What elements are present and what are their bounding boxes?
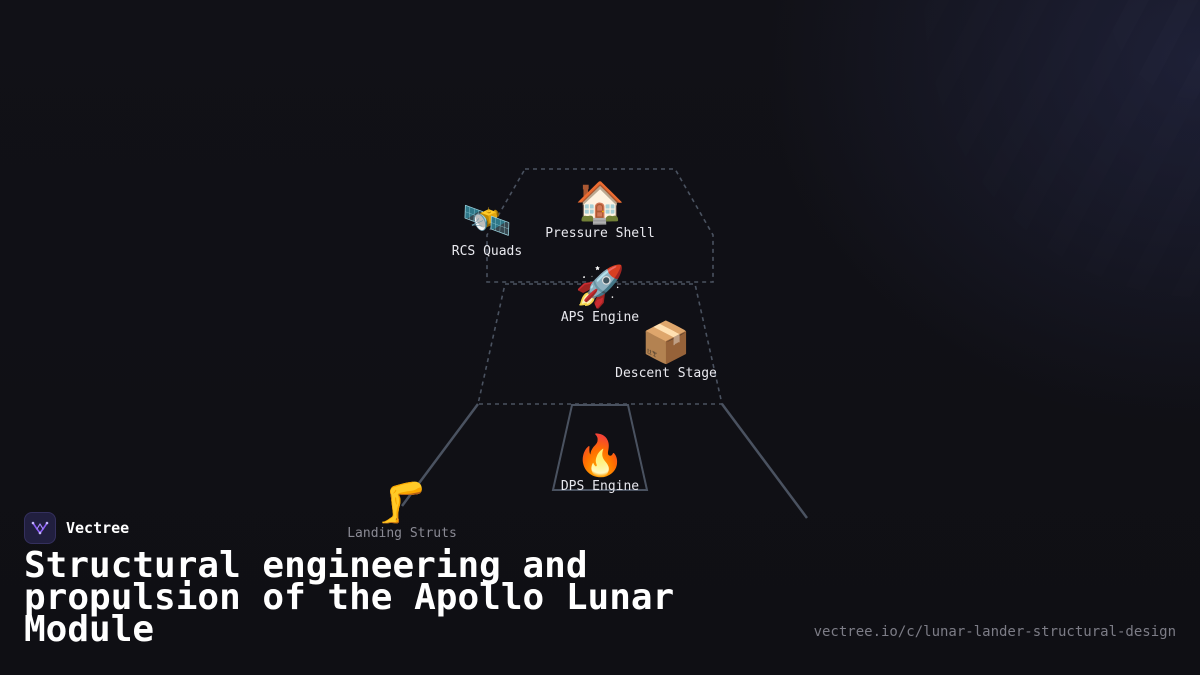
node-dps-engine[interactable]: 🔥 DPS Engine bbox=[561, 433, 639, 494]
node-aps-engine[interactable]: 🚀 APS Engine bbox=[561, 264, 639, 325]
leg-icon: 🦵 bbox=[377, 480, 427, 526]
satellite-icon: 🛰️ bbox=[462, 198, 512, 244]
page-url[interactable]: vectree.io/c/lunar-lander-structural-des… bbox=[813, 624, 1176, 640]
node-rcs-quads[interactable]: 🛰️ RCS Quads bbox=[452, 198, 522, 259]
node-label: Landing Struts bbox=[347, 526, 457, 541]
landing-leg-left bbox=[400, 403, 480, 507]
node-landing-struts[interactable]: 🦵 Landing Struts bbox=[347, 480, 457, 541]
house-icon: 🏠 bbox=[575, 180, 625, 226]
brand-name: Vectree bbox=[66, 519, 130, 537]
fire-icon: 🔥 bbox=[575, 433, 625, 479]
node-label: APS Engine bbox=[560, 310, 640, 325]
node-label: Pressure Shell bbox=[545, 226, 655, 241]
node-label: DPS Engine bbox=[560, 479, 640, 494]
rocket-icon: 🚀 bbox=[575, 264, 625, 310]
background-rays bbox=[680, 0, 1200, 560]
package-icon: 📦 bbox=[641, 320, 691, 366]
page-title: Structural engineering and propulsion of… bbox=[24, 545, 675, 650]
vectree-logo-icon bbox=[24, 512, 56, 544]
node-label: RCS Quads bbox=[451, 244, 523, 259]
node-pressure-shell[interactable]: 🏠 Pressure Shell bbox=[545, 180, 655, 241]
landing-leg-right bbox=[720, 403, 809, 519]
brand[interactable]: Vectree bbox=[24, 512, 129, 544]
node-label: Descent Stage bbox=[615, 366, 717, 381]
ascent-stage-outline bbox=[486, 168, 714, 283]
node-descent-stage[interactable]: 📦 Descent Stage bbox=[615, 320, 717, 381]
dps-nozzle-outline bbox=[551, 404, 649, 491]
